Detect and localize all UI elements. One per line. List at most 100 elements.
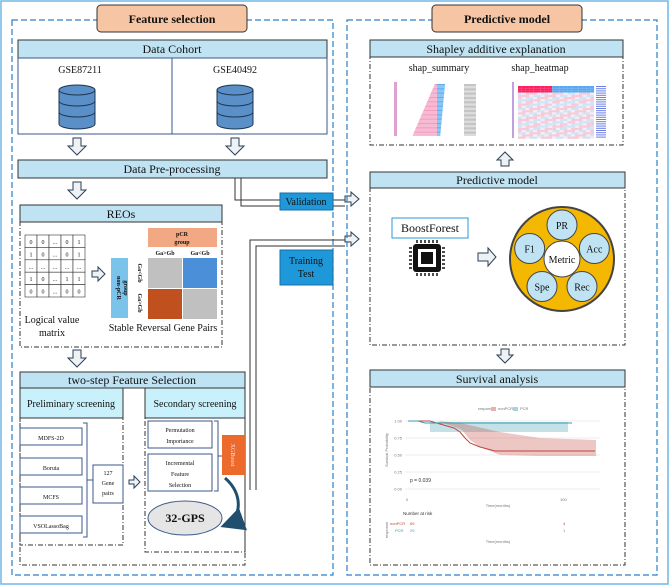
shap-heatmap-label: shap_heatmap (511, 63, 568, 74)
heatmap-cell (525, 112, 530, 115)
heatmap-cell (544, 88, 549, 91)
heatmap-cell (567, 92, 572, 95)
heatmap-cell (582, 86, 587, 89)
heatmap-cell (586, 116, 591, 119)
heatmap-cell (521, 101, 526, 104)
heatmap-cell (559, 132, 564, 135)
heatmap-cell (544, 108, 549, 111)
shap-dot-row (426, 103, 437, 105)
heatmap-cell (544, 94, 549, 97)
heatmap-cell (537, 125, 541, 128)
shap-feature-label (596, 130, 606, 131)
heatmap-cell (590, 123, 594, 126)
shap-feature-label (464, 108, 476, 110)
heatmap-cell (525, 134, 530, 137)
heatmap-cell (563, 130, 568, 133)
heatmap-cell (559, 105, 564, 108)
matrix-value: 0 (78, 290, 81, 296)
risk-group: PCR (395, 528, 404, 533)
heatmap-cell (529, 90, 534, 93)
method-label: MDFS-2D (38, 436, 64, 442)
reversal-cell (183, 258, 217, 288)
heatmap-cell (521, 99, 526, 102)
shap-dot-row (425, 106, 437, 108)
heatmap-cell (548, 116, 553, 119)
shap-feature-label (464, 93, 476, 94)
heatmap-cell (563, 114, 568, 117)
heatmap-cell (533, 97, 537, 100)
heatmap-cell (552, 125, 556, 128)
shap-dot-row (420, 117, 437, 119)
heatmap-cell (540, 94, 545, 97)
heatmap-cell (567, 108, 572, 111)
metric-center-label: Metric (549, 255, 576, 266)
heatmap-cell (552, 90, 556, 93)
col-label: Ga<Gb (190, 251, 210, 257)
heatmap-cell (540, 125, 545, 128)
heatmap-cell (575, 88, 579, 91)
shap-dot-row (437, 85, 445, 87)
heatmap-cell (556, 86, 560, 89)
metric-circle (526, 271, 558, 303)
heatmap-cell (525, 136, 530, 139)
heatmap-cell (582, 121, 587, 124)
heatmap-cell (590, 127, 594, 130)
heatmap-cell (556, 127, 560, 130)
row-label: Ga>Gb (136, 293, 142, 313)
shap-feature-label (464, 89, 476, 90)
shap-dot-row (437, 104, 444, 106)
shap-feature-label (464, 115, 476, 116)
heatmap-cell (567, 94, 572, 97)
heatmap-cell (537, 134, 541, 137)
heatmap-cell (582, 134, 587, 137)
heatmap-cell (559, 121, 564, 124)
y-tick: 0.50 (394, 453, 403, 458)
heatmap-cell (571, 134, 575, 137)
heatmap-cell (571, 101, 575, 104)
heatmap-cell (567, 90, 572, 93)
heatmap-cell (578, 110, 583, 113)
heatmap-cell (529, 86, 534, 89)
heatmap-cell (529, 88, 534, 91)
matrix-value: 0 (66, 240, 69, 246)
heatmap-cell (571, 121, 575, 124)
heatmap-cell (556, 92, 560, 95)
heatmap-cell (518, 127, 522, 130)
heatmap-cell (552, 108, 556, 111)
boostforest-box (391, 217, 469, 239)
heatmap-cell (544, 119, 549, 122)
heatmap-cell (571, 130, 575, 133)
heatmap-cell (529, 112, 534, 115)
shap-dot-row (437, 110, 443, 111)
shap-feature-label (464, 94, 476, 96)
heatmap-cell (540, 119, 545, 122)
heatmap-cell (552, 99, 556, 102)
heatmap-cell (525, 86, 530, 89)
heatmap-cell (548, 88, 553, 91)
heatmap-cell (529, 136, 534, 139)
shap-dot-row (437, 132, 441, 134)
legend-pcr: PCR (520, 406, 529, 411)
shap-summary-plot (394, 82, 476, 136)
heatmap-cell (540, 101, 545, 104)
heatmap-cell (571, 119, 575, 122)
heatmap-cell (537, 108, 541, 111)
heatmap-cell (559, 112, 564, 115)
shap-dot-row (422, 112, 437, 114)
heatmap-cell (518, 90, 522, 93)
dataset-label-2: GSE40492 (213, 65, 257, 76)
predictive-model-panel: Predictive model Shapley additive explan… (346, 4, 658, 576)
heatmap-cell (529, 134, 534, 137)
heatmap-cell (521, 119, 526, 122)
heatmap-cell (556, 116, 560, 119)
feature-selection-title: Feature selection (129, 12, 216, 26)
y-axis-label: Survival Probability (384, 433, 389, 467)
heatmap-cell (548, 86, 553, 89)
shap-dot-row (421, 113, 437, 115)
heatmap-cell (582, 97, 587, 100)
heatmap-cell (582, 127, 587, 130)
heatmap-cell (578, 88, 583, 91)
heatmap-cell (537, 92, 541, 95)
shap-dot-row (427, 100, 437, 102)
heatmap-cell (544, 123, 549, 126)
